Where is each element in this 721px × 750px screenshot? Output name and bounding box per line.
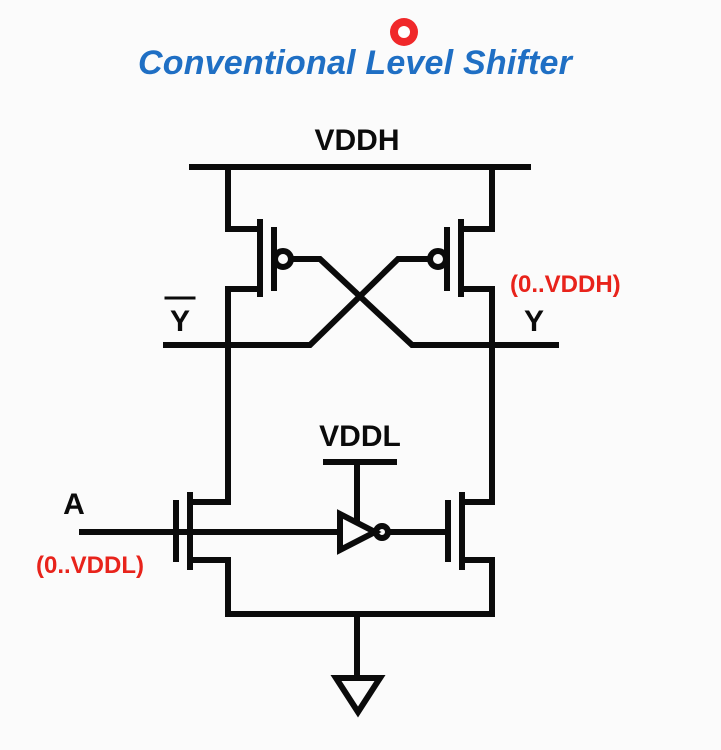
right-node-wire xyxy=(459,342,495,505)
left-nmos-source-wire xyxy=(187,557,231,617)
ybar-label: Y xyxy=(170,305,190,338)
left-node-wire xyxy=(187,342,231,505)
y-label: Y xyxy=(524,305,544,338)
cross-wire-left-gate xyxy=(288,256,495,348)
cross-wire-right-gate xyxy=(225,256,433,348)
vddl-range-label: (0..VDDL) xyxy=(36,552,144,579)
vddl-label: VDDL xyxy=(319,420,401,453)
right-pmos-drain-wire xyxy=(458,286,495,348)
vddh-label: VDDH xyxy=(314,124,399,157)
right-pmos-source-wire xyxy=(458,164,495,232)
wires xyxy=(79,164,559,718)
pointer-cursor-icon xyxy=(390,18,418,46)
vddh-range-label: (0..VDDH) xyxy=(510,271,621,298)
left-pmos-source-wire xyxy=(225,164,263,232)
left-pmos-drain-wire xyxy=(225,286,263,348)
input-a-label: A xyxy=(63,488,85,521)
right-nmos-source-wire xyxy=(459,557,495,617)
diagram-title: Conventional Level Shifter xyxy=(137,44,573,82)
ground-icon xyxy=(330,675,386,718)
